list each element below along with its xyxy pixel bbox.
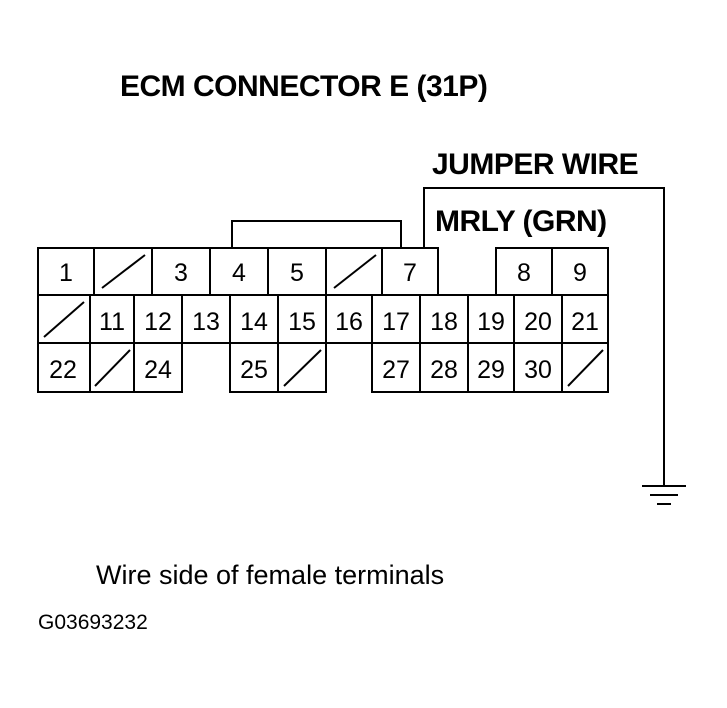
- terminal-num: 19: [477, 308, 505, 336]
- terminal-num: 3: [174, 259, 188, 287]
- terminal-num: 25: [240, 356, 268, 384]
- blank-slash-r3a: [94, 349, 131, 387]
- diagram-title: ECM CONNECTOR E (31P): [120, 70, 488, 103]
- blank-slash-r3c: [567, 349, 604, 387]
- terminal-num: 30: [524, 356, 552, 384]
- terminal-num: 29: [477, 356, 505, 384]
- terminal-num: 24: [144, 356, 172, 384]
- terminal-num: 14: [240, 308, 268, 336]
- terminal-num: 27: [382, 356, 410, 384]
- blank-slash-r1b: [333, 254, 377, 289]
- terminal-num: 13: [192, 308, 220, 336]
- blank-slash-r2: [43, 301, 85, 338]
- terminal-num: 15: [288, 308, 316, 336]
- blank-slash-r1a: [101, 254, 146, 289]
- terminal-num: 4: [232, 259, 246, 287]
- connector-key: [231, 220, 402, 248]
- terminal-num: 28: [430, 356, 458, 384]
- caption: Wire side of female terminals: [96, 560, 445, 590]
- terminal-cell-24: [133, 342, 183, 393]
- terminal-cell-blank-r3b: [277, 342, 327, 393]
- terminal-num: 16: [335, 308, 363, 336]
- terminal-num: 20: [524, 308, 552, 336]
- terminal-cell-blank-r3c: [561, 342, 609, 393]
- terminal-num: 17: [382, 308, 410, 336]
- blank-slash-r3b: [283, 349, 322, 387]
- terminal-num: 21: [571, 308, 599, 336]
- jumper-wire-label: JUMPER WIRE: [432, 148, 639, 181]
- terminal-num: 1: [59, 259, 73, 287]
- terminal-num: 12: [144, 308, 172, 336]
- terminal-num: 5: [290, 259, 304, 287]
- jumper-wire: [423, 187, 665, 470]
- terminal-num: 9: [573, 259, 587, 287]
- terminal-num: 8: [517, 259, 531, 287]
- terminal-num: 18: [430, 308, 458, 336]
- terminal-num: 11: [99, 308, 125, 336]
- figure-id: G03693232: [38, 611, 148, 634]
- mrly-terminal-label: MRLY (GRN): [435, 205, 607, 238]
- terminal-num: 7: [403, 259, 417, 287]
- terminal-num: 22: [49, 356, 77, 384]
